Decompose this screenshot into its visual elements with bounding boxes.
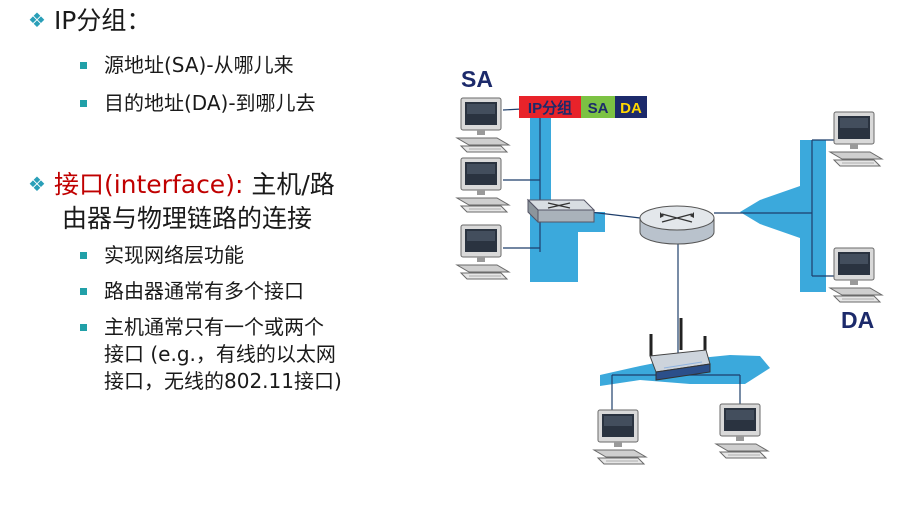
source-address-item: 源地址(SA)-从哪儿来 [104, 53, 294, 77]
host-computer-icon [593, 409, 647, 465]
square-bullet-icon [80, 252, 87, 259]
da-label: DA [841, 307, 874, 333]
host-computer-icon [456, 97, 510, 153]
switch-icon [526, 198, 596, 224]
host-computer-icon [456, 224, 510, 280]
host-computer-icon [829, 247, 883, 303]
square-bullet-icon [80, 62, 87, 69]
packet-sa-label: SA [588, 100, 609, 117]
sub-item-host-interfaces-1: 主机通常只有一个或两个 [104, 315, 324, 339]
ip-packet-header [519, 96, 647, 118]
bullet-ip-packet: ❖IP分组： [28, 4, 151, 39]
sub-item-host-interfaces-2: 接口 (e.g.，有线的以太网 [104, 342, 336, 366]
sub-item-router-interfaces: 路由器通常有多个接口 [104, 279, 304, 303]
wireless-router-icon [649, 318, 711, 381]
sub-item-network-layer: 实现网络层功能 [104, 243, 244, 267]
square-bullet-icon [80, 324, 87, 331]
square-bullet-icon [80, 100, 87, 107]
square-bullet-icon [80, 288, 87, 295]
router-icon [639, 205, 715, 245]
interface-desc-line2: 由器与物理链路的连接 [62, 204, 313, 233]
right-subnet [740, 140, 826, 292]
dest-address-item: 目的地址(DA)-到哪儿去 [104, 91, 316, 115]
diamond-bullet-icon: ❖ [28, 172, 46, 196]
packet-ip-label: IP分组 [528, 99, 572, 117]
bullet-interface: ❖接口(interface): 主机/路 [28, 168, 335, 203]
diamond-bullet-icon: ❖ [28, 8, 46, 32]
host-computer-icon [456, 157, 510, 213]
packet-da-label: DA [620, 100, 642, 117]
left-subnet [530, 110, 605, 282]
host-computer-icon [829, 111, 883, 167]
sa-label: SA [461, 66, 493, 92]
interface-term: 接口(interface): [53, 170, 244, 199]
sub-item-host-interfaces-3: 接口，无线的802.11接口) [104, 369, 342, 393]
host-computer-icon [715, 403, 769, 459]
